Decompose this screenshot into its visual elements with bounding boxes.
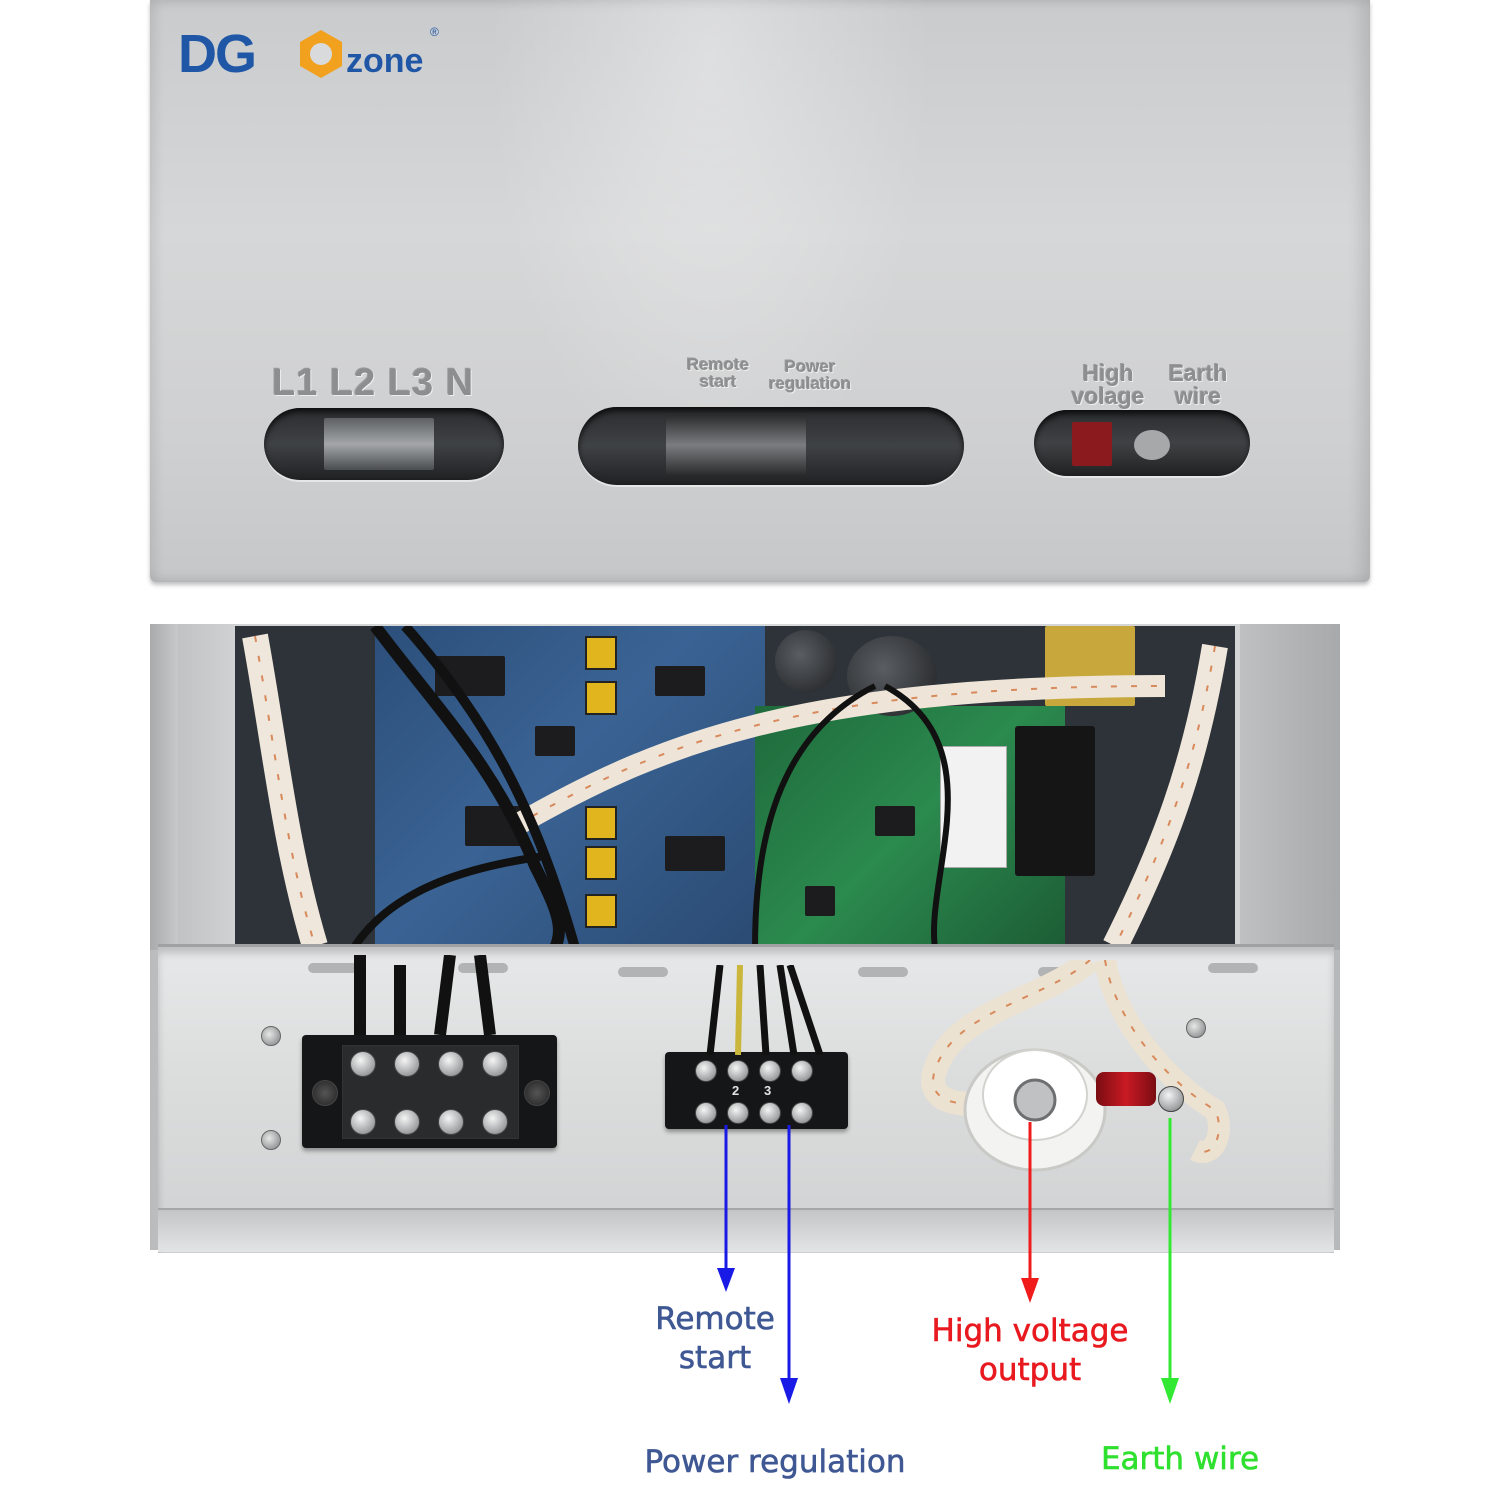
logo-suffix: zone [346,42,423,80]
insulator-icon [963,1048,1107,1172]
enclosure-left-wall [150,624,178,950]
dgozone-logo: DG zone ® [178,22,478,84]
relay [940,746,1007,868]
logo-prefix: DG [178,24,255,82]
label-high-voltage-line1: High [1082,360,1134,386]
label-remote-start: Remote start [683,356,753,390]
tray-lip [158,1208,1334,1252]
circuit-boards [235,626,1235,948]
cover-slot-high-voltage [1034,410,1250,476]
annotation-high-voltage-line2: output [978,1351,1082,1388]
label-high-voltage-line2: volage [1071,383,1145,409]
label-power-regulation-line1: Power [784,357,836,376]
annotation-remote-start-line2: start [678,1339,752,1376]
cover-slot-signal [578,407,964,485]
label-remote-start-line2: start [699,372,737,391]
terminal-screw-icon [1158,1086,1184,1112]
enclosure-cover [150,0,1370,582]
terminal-number: 2 [732,1083,740,1098]
annotation-power-regulation: Power regulation [644,1444,906,1481]
label-earth-wire-line1: Earth [1168,360,1228,386]
cover-slot-phases [264,408,504,480]
high-voltage-output [921,960,1230,1172]
transformer [1015,726,1095,876]
cover-highlight [450,0,970,582]
mounting-screw-icon [261,1026,281,1046]
annotation-high-voltage-output: High voltage output [910,1312,1150,1390]
logo-registered: ® [430,25,439,39]
terminal-number: 3 [764,1083,772,1098]
label-high-voltage: High volage [1066,362,1150,408]
arrow-remote-start [717,1125,735,1292]
power-terminal-block [302,1035,557,1148]
arrow-down-icon [1161,1378,1179,1404]
dgozone-logo-icon: DG zone ® [178,24,439,84]
signal-cables [706,965,824,1055]
label-earth-wire: Earth wire [1162,362,1234,408]
annotation-high-voltage-line1: High voltage [931,1313,1129,1350]
annotation-remote-start-line1: Remote [655,1301,775,1338]
arrow-earth-wire [1161,1118,1179,1404]
label-power-regulation-line2: regulation [768,374,852,393]
arrow-down-icon [717,1268,735,1292]
arrow-power-regulation [780,1125,798,1404]
enclosure-right-wall [1240,624,1340,950]
label-power-regulation: Power regulation [760,358,860,392]
mounting-screw-icon [1186,1018,1206,1038]
power-cables [354,955,496,1036]
hex-nut-icon [300,30,342,78]
label-remote-start-line1: Remote [686,355,750,374]
signal-terminal-block: 2 3 [665,1052,848,1129]
earth-terminal-post [1096,1072,1156,1106]
label-earth-wire-line2: wire [1174,383,1222,409]
annotation-earth-wire: Earth wire [1100,1441,1260,1478]
wiring [242,626,1228,948]
arrow-down-icon [780,1378,798,1404]
label-phases: L1 L2 L3 N [272,362,475,404]
arrow-down-icon [1021,1278,1039,1303]
mounting-screw-icon [261,1130,281,1150]
annotation-remote-start: Remote start [640,1300,790,1378]
arrow-high-voltage [1021,1122,1039,1303]
